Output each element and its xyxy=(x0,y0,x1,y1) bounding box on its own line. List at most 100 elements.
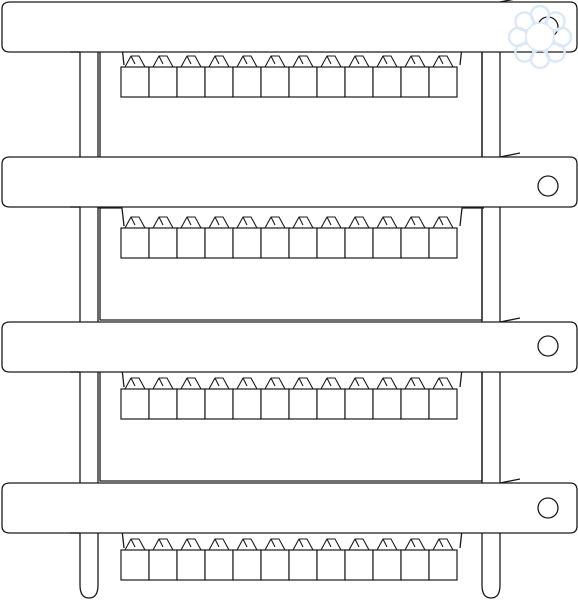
marker-cell xyxy=(176,227,206,259)
tab-hole xyxy=(537,175,559,197)
marker-cell xyxy=(316,388,346,420)
marker-cell xyxy=(204,549,234,581)
marker-cell xyxy=(176,388,206,420)
cell-tooth xyxy=(236,55,258,68)
cell-tooth xyxy=(264,377,286,390)
marker-cell xyxy=(232,66,262,98)
cell-tooth xyxy=(124,216,146,229)
cell-tooth xyxy=(292,538,314,551)
marker-cell xyxy=(316,66,346,98)
marker-cell xyxy=(428,388,458,420)
carrier-frame xyxy=(98,368,484,482)
marker-cell xyxy=(204,227,234,259)
marker-cell xyxy=(232,388,262,420)
cell-tooth xyxy=(292,55,314,68)
cell-tooth xyxy=(320,377,342,390)
mounting-bar xyxy=(1,152,578,208)
cell-tooth xyxy=(404,538,426,551)
marker-cell xyxy=(400,549,430,581)
marker-cell xyxy=(204,388,234,420)
cell-tooth xyxy=(208,216,230,229)
cell-tooth xyxy=(292,216,314,229)
cell-tooth xyxy=(236,216,258,229)
cell-tooth xyxy=(348,538,370,551)
marker-cell xyxy=(260,227,290,259)
cell-tooth xyxy=(152,55,174,68)
marker-cell xyxy=(120,66,150,98)
cell-tooth xyxy=(208,377,230,390)
marker-cell xyxy=(288,388,318,420)
cell-tooth xyxy=(320,55,342,68)
marker-cell xyxy=(260,66,290,98)
cell-tooth xyxy=(292,377,314,390)
marker-cell xyxy=(148,549,178,581)
marker-cell xyxy=(344,549,374,581)
marker-cell xyxy=(372,227,402,259)
marker-cell xyxy=(316,227,346,259)
cell-tooth xyxy=(348,55,370,68)
cell-tooth xyxy=(432,55,454,68)
tab-hole xyxy=(537,497,559,519)
cell-tooth xyxy=(152,538,174,551)
cell-tooth xyxy=(236,538,258,551)
cell-tooth xyxy=(320,216,342,229)
marker-cell xyxy=(400,227,430,259)
carrier-frame xyxy=(98,529,484,581)
cell-tooth xyxy=(180,377,202,390)
cell-tooth xyxy=(348,377,370,390)
mounting-bars xyxy=(1,0,578,534)
marker-cell xyxy=(428,549,458,581)
marker-cell xyxy=(176,66,206,98)
cell-tooth xyxy=(124,377,146,390)
cell-tooth xyxy=(180,538,202,551)
cell-tooth xyxy=(404,55,426,68)
cell-tooth xyxy=(180,55,202,68)
marker-cell xyxy=(372,388,402,420)
marker-cell xyxy=(120,549,150,581)
marker-cell xyxy=(288,66,318,98)
marker-cell xyxy=(148,66,178,98)
marker-cell xyxy=(344,227,374,259)
carrier-frame xyxy=(98,207,484,321)
cell-tooth xyxy=(348,216,370,229)
marker-cell xyxy=(204,66,234,98)
marker-cell xyxy=(148,227,178,259)
marker-cell xyxy=(372,549,402,581)
marker-cell xyxy=(232,227,262,259)
marker-cell xyxy=(400,388,430,420)
cell-tooth xyxy=(376,216,398,229)
logo-petal xyxy=(545,11,566,32)
cell-tooth xyxy=(152,377,174,390)
cell-tooth xyxy=(320,538,342,551)
marker-cell xyxy=(316,549,346,581)
cell-tooth xyxy=(208,55,230,68)
mounting-bar xyxy=(1,317,578,373)
cell-tooth xyxy=(124,538,146,551)
cell-tooth xyxy=(236,377,258,390)
marker-cell xyxy=(120,227,150,259)
marker-cell xyxy=(288,549,318,581)
marker-cell xyxy=(120,388,150,420)
tab-hole xyxy=(537,335,559,357)
cell-tooth xyxy=(432,377,454,390)
marker-cell xyxy=(372,66,402,98)
marker-cell xyxy=(400,66,430,98)
cell-tooth xyxy=(152,216,174,229)
marker-cell xyxy=(260,549,290,581)
carrier-frame xyxy=(98,46,484,159)
cell-tooth xyxy=(208,538,230,551)
cell-tooth xyxy=(376,377,398,390)
cell-tooth xyxy=(264,55,286,68)
cell-tooth xyxy=(264,538,286,551)
mounting-bar xyxy=(1,478,578,534)
cell-tooth xyxy=(376,538,398,551)
tab-holes xyxy=(537,16,559,519)
marker-cell xyxy=(428,66,458,98)
cell-tooth xyxy=(432,216,454,229)
marker-cell xyxy=(148,388,178,420)
cell-tooth xyxy=(180,216,202,229)
cell-tooth xyxy=(404,216,426,229)
marker-cell xyxy=(344,66,374,98)
marker-cell xyxy=(344,388,374,420)
